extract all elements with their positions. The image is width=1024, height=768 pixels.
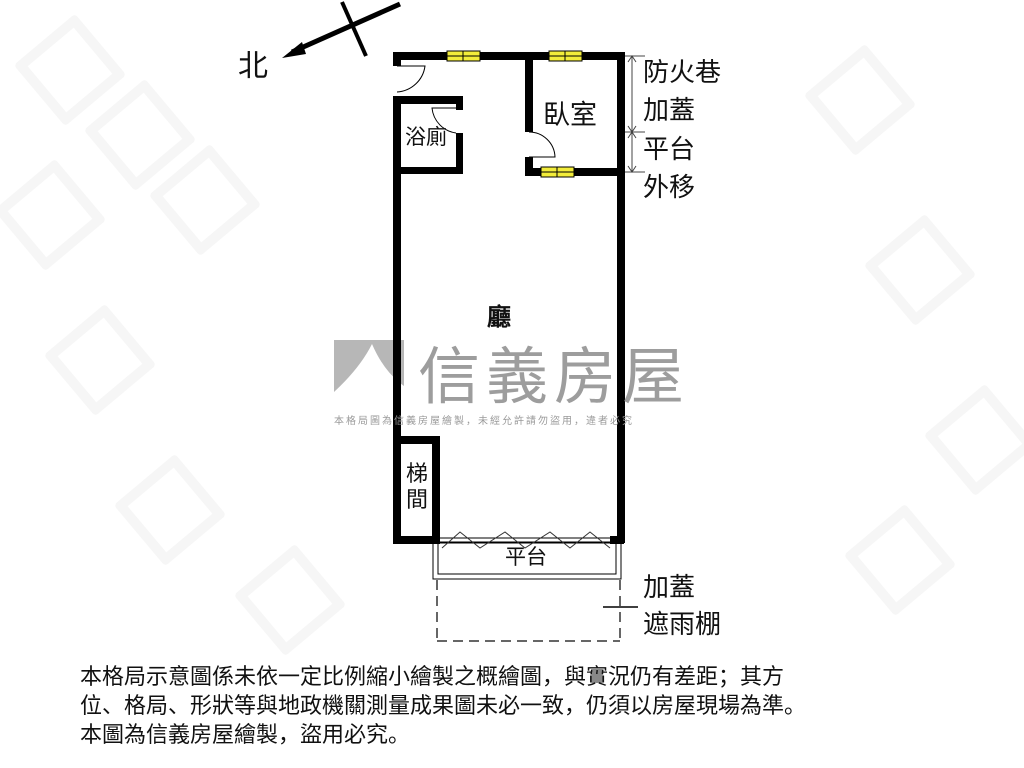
disclaimer-line: 位、格局、形狀等與地政機關測量成果圖未必一致，仍須以房屋現場為準。 <box>80 694 807 719</box>
annotation-fire-lane-1: 防火巷 <box>643 58 722 88</box>
room-label-stairwell-2: 間 <box>406 488 429 513</box>
room-label-living-room: 廳 <box>487 302 511 331</box>
disclaimer: 本格局示意圖係未依一定比例縮小繪製之概繪圖，與實況仍有差距；其方 位、格局、形狀… <box>80 663 960 750</box>
annotation-rain-shelter-2: 遮雨棚 <box>643 610 722 640</box>
disclaimer-line: 本格局示意圖係未依一定比例縮小繪製之概繪圖，與實況仍有差距；其方 <box>80 665 785 690</box>
doors <box>396 65 556 158</box>
annotation-fire-lane-3: 平台 <box>643 135 696 165</box>
brand-watermark-subtitle: 本格局圖為信義房屋繪製，未經允許請勿盜用，違者必究 <box>334 416 634 427</box>
balcony <box>432 531 622 580</box>
brand-logo-icon <box>334 340 405 402</box>
annotation-fire-lane-2: 加蓋 <box>643 96 696 126</box>
north-arrow-icon <box>282 1 402 58</box>
windows <box>446 50 583 178</box>
dimension-line <box>625 55 645 173</box>
compass-north-label: 北 <box>238 49 268 84</box>
brand-watermark-text: 信義房屋 <box>418 340 691 413</box>
annotation-fire-lane-4: 外移 <box>643 173 696 203</box>
disclaimer-line: 本圖為信義房屋繪製，盜用必究。 <box>80 723 411 748</box>
room-label-stairwell-1: 梯 <box>406 462 429 487</box>
room-label-bathroom: 浴廁 <box>405 125 447 149</box>
rain-shelter-outline <box>436 580 621 642</box>
floor-plan <box>334 50 645 642</box>
brand-watermark: 信義房屋 <box>418 338 690 413</box>
room-label-bedroom: 臥室 <box>543 100 597 131</box>
annotation-rain-shelter-1: 加蓋 <box>643 573 696 603</box>
room-label-balcony: 平台 <box>505 545 547 569</box>
